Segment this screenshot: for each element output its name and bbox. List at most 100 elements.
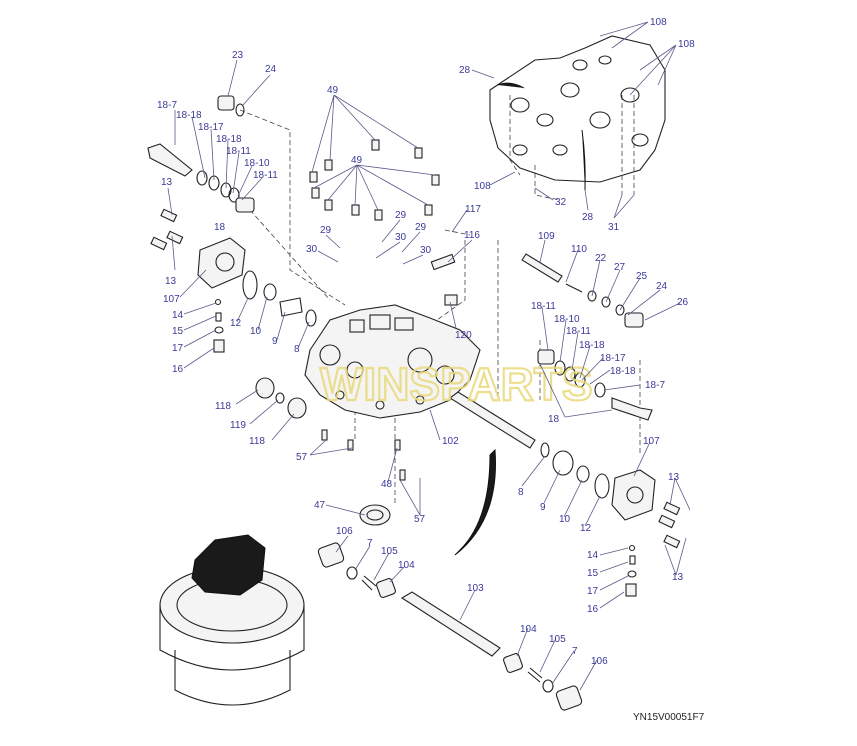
callout-16: 16 [587, 604, 599, 615]
callout-17: 17 [587, 586, 599, 597]
callout-22: 22 [595, 253, 607, 264]
callout-10: 10 [559, 514, 571, 525]
callout-117: 117 [465, 204, 481, 215]
callout-15: 15 [172, 326, 184, 337]
callout-15: 15 [587, 568, 599, 579]
callout-105: 105 [549, 634, 566, 645]
callout-29: 29 [395, 210, 407, 221]
callout-18-18: 18-18 [579, 340, 605, 351]
lower-spool-assembly [317, 429, 583, 711]
callout-leaders [167, 21, 691, 691]
callout-103: 103 [467, 583, 484, 594]
callout-57: 57 [414, 514, 426, 525]
socket-bolts-49 [309, 139, 440, 221]
callout-30: 30 [306, 244, 318, 255]
callout-29: 29 [415, 222, 427, 233]
assembly-dash-lines [239, 95, 641, 505]
callout-18-7: 18-7 [645, 380, 665, 391]
callout-47: 47 [314, 500, 326, 511]
callout-28: 28 [582, 212, 594, 223]
callout-118: 118 [215, 401, 231, 412]
callout-10: 10 [250, 326, 262, 337]
callout-25: 25 [636, 271, 648, 282]
callout-7: 7 [367, 538, 373, 549]
callout-108: 108 [474, 181, 491, 192]
callout-18-7: 18-7 [157, 100, 177, 111]
callout-49: 49 [327, 85, 339, 96]
callout-18-18: 18-18 [176, 110, 202, 121]
drawing-reference-code: YN15V00051F7 [633, 712, 705, 723]
left-relief-valve-assembly [147, 95, 255, 213]
callout-107: 107 [163, 294, 180, 305]
callout-31: 31 [608, 222, 620, 233]
callout-18-10: 18-10 [244, 158, 270, 169]
callout-14: 14 [172, 310, 184, 321]
callout-119: 119 [230, 420, 246, 431]
left-cover-107 [150, 208, 317, 353]
callout-13: 13 [672, 572, 684, 583]
callout-108: 108 [650, 17, 667, 28]
callout-110: 110 [571, 244, 587, 255]
callout-18-11: 18-11 [253, 170, 278, 181]
callout-labels: 23 24 18-7 18-18 18-17 18-18 18-11 18-10… [157, 17, 695, 667]
callout-17: 17 [172, 343, 184, 354]
main-valve-body [304, 304, 481, 419]
spool-102 [449, 391, 681, 597]
callout-7: 7 [572, 646, 578, 657]
callout-14: 14 [587, 550, 599, 561]
valve-housing-outline [489, 35, 666, 191]
callout-8: 8 [518, 487, 524, 498]
callout-23: 23 [232, 50, 244, 61]
callout-32: 32 [555, 197, 567, 208]
callout-49: 49 [351, 155, 363, 166]
callout-109: 109 [538, 231, 555, 242]
callout-12: 12 [230, 318, 242, 329]
callout-18-18: 18-18 [216, 134, 242, 145]
callout-18: 18 [548, 414, 560, 425]
callout-30: 30 [420, 245, 432, 256]
callout-105: 105 [381, 546, 398, 557]
callout-118: 118 [249, 436, 265, 447]
callout-120: 120 [455, 330, 472, 341]
callout-24: 24 [265, 64, 277, 75]
callout-24: 24 [656, 281, 668, 292]
callout-13: 13 [668, 472, 680, 483]
callout-102: 102 [442, 436, 459, 447]
callout-27: 27 [614, 262, 626, 273]
callout-18-11: 18-11 [566, 326, 591, 337]
callout-9: 9 [272, 336, 278, 347]
curved-pointer-arrow [454, 448, 496, 556]
callout-104: 104 [520, 624, 537, 635]
left-lower-parts-118-119 [255, 377, 307, 419]
callout-8: 8 [294, 344, 300, 355]
watermark: WINSPARTS [320, 358, 593, 410]
callout-13: 13 [161, 177, 173, 188]
callout-9: 9 [540, 502, 546, 513]
callout-30: 30 [395, 232, 407, 243]
callout-57: 57 [296, 452, 308, 463]
travel-motor-assembly [159, 534, 305, 706]
callout-18: 18 [214, 222, 226, 233]
callout-106: 106 [336, 526, 353, 537]
callout-18-18: 18-18 [610, 366, 636, 377]
callout-104: 104 [398, 560, 415, 571]
callout-108: 108 [678, 39, 695, 50]
callout-12: 12 [580, 523, 592, 534]
callout-16: 16 [172, 364, 184, 375]
callout-106: 106 [591, 656, 608, 667]
callout-18-10: 18-10 [554, 314, 580, 325]
callout-28: 28 [459, 65, 471, 76]
callout-26: 26 [677, 297, 689, 308]
callout-18-11: 18-11 [531, 301, 556, 312]
right-relief-valve-assembly [537, 349, 653, 421]
callout-48: 48 [381, 479, 393, 490]
right-spool-109-to-26 [430, 253, 644, 328]
callout-18-17: 18-17 [600, 353, 626, 364]
callout-13: 13 [165, 276, 177, 287]
callout-29: 29 [320, 225, 332, 236]
callout-18-11: 18-11 [226, 146, 251, 157]
callout-116: 116 [464, 230, 480, 241]
callout-18-17: 18-17 [198, 122, 224, 133]
callout-107: 107 [643, 436, 660, 447]
